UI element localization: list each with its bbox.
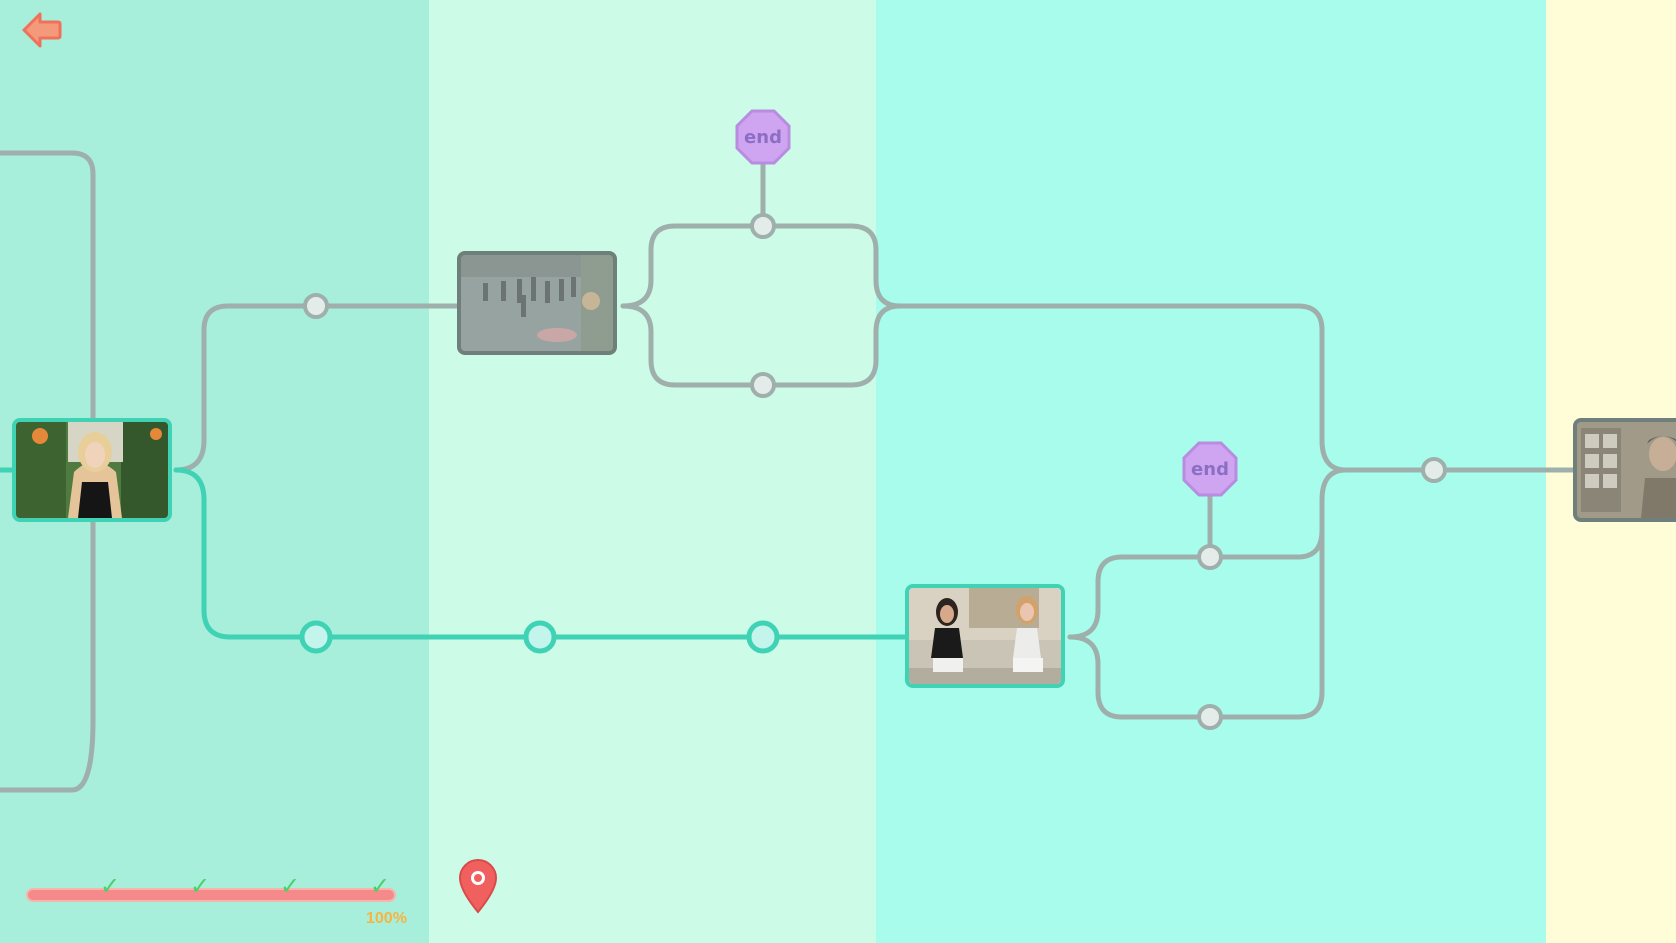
map-column-2 [429, 0, 876, 943]
path-node-active[interactable] [299, 620, 333, 654]
locked-overlay [1577, 422, 1676, 518]
map-pin-icon [458, 859, 498, 914]
path-node-locked[interactable] [750, 213, 776, 239]
scene-image [909, 588, 1061, 684]
check-icon: ✓ [370, 872, 391, 900]
scene-image [461, 255, 613, 351]
check-icon: ✓ [100, 872, 121, 900]
path-node-locked[interactable] [1197, 704, 1223, 730]
scene-thumbnail-woman-garden[interactable] [12, 418, 172, 522]
scene-thumbnail-two-women-couch[interactable] [905, 584, 1065, 688]
path-node-locked[interactable] [1197, 544, 1223, 570]
check-icon: ✓ [190, 872, 211, 900]
progress-track [26, 888, 396, 902]
path-node-active[interactable] [746, 620, 780, 654]
scene-thumbnail-man-office[interactable] [1573, 418, 1676, 522]
progress-percent-label: 100% [366, 910, 407, 927]
path-node-locked[interactable] [303, 293, 329, 319]
back-arrow-icon [22, 12, 62, 48]
end-badge[interactable]: end [735, 109, 791, 165]
end-badge-label: end [744, 127, 782, 148]
end-badge[interactable]: end [1182, 441, 1238, 497]
location-pin-button[interactable] [456, 856, 500, 916]
check-icon: ✓ [280, 872, 301, 900]
scene-image [16, 422, 168, 518]
path-node-locked[interactable] [1421, 457, 1447, 483]
locked-overlay [461, 255, 613, 351]
scene-image [1577, 422, 1676, 518]
locked-paths [0, 150, 1577, 793]
active-path [0, 467, 909, 640]
end-badge-label: end [1191, 459, 1229, 480]
path-node-locked[interactable] [750, 372, 776, 398]
path-node-active[interactable] [523, 620, 557, 654]
back-button[interactable] [20, 10, 64, 50]
progress-bar: ✓ ✓ ✓ ✓ 100% [22, 874, 412, 930]
scene-thumbnail-group-outdoors[interactable] [457, 251, 617, 355]
